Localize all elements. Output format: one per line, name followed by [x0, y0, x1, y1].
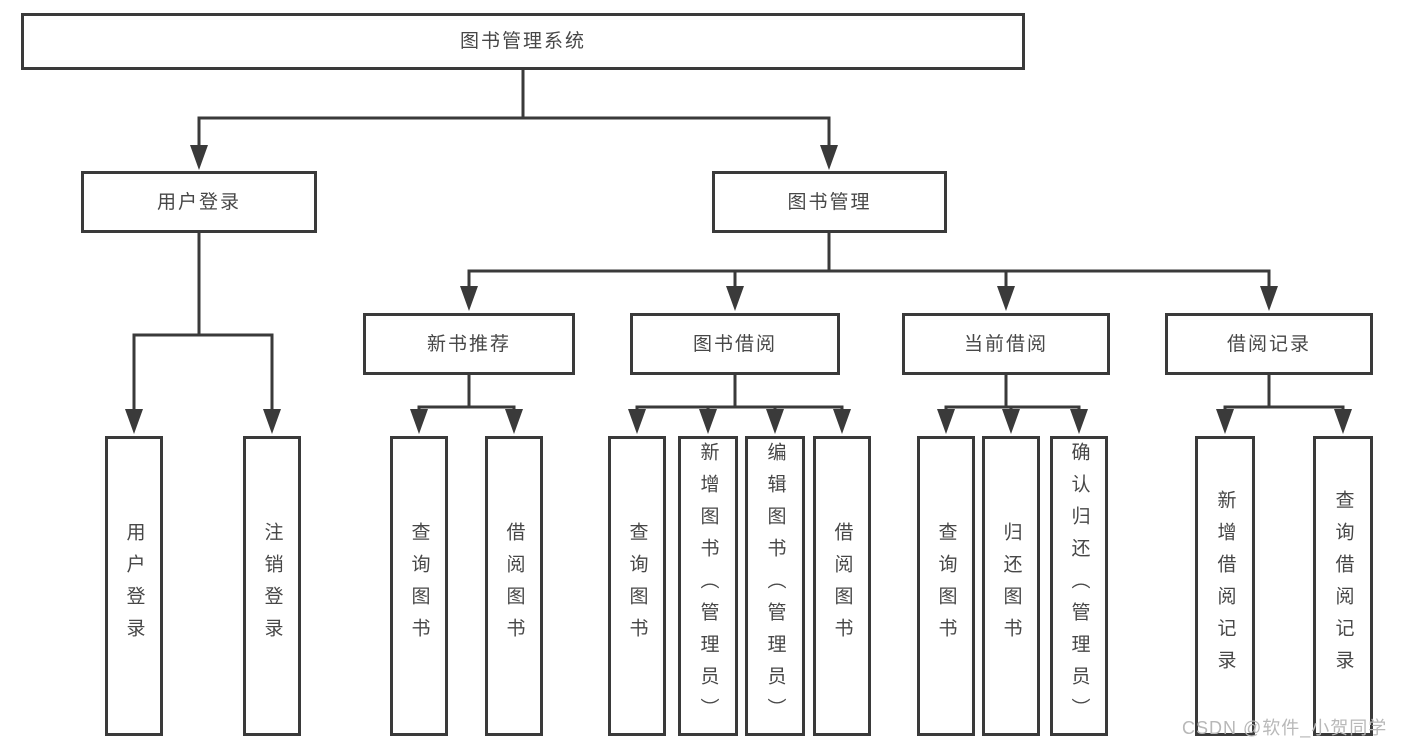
leaf-query-borrow-record: 查询借阅记录 [1313, 436, 1373, 736]
leaf-confirm-return-admin: 确认归还（管理员） [1050, 436, 1108, 736]
node-book-management: 图书管理 [712, 171, 947, 233]
node-borrow-records: 借阅记录 [1165, 313, 1373, 375]
leaf-edit-book-admin: 编辑图书（管理员） [745, 436, 805, 736]
leaf-borrow-books-recommend: 借阅图书 [485, 436, 543, 736]
node-library-system: 图书管理系统 [21, 13, 1025, 70]
node-current-borrow: 当前借阅 [902, 313, 1110, 375]
leaf-add-book-admin: 新增图书（管理员） [678, 436, 738, 736]
leaf-user-login: 用户登录 [105, 436, 163, 736]
node-user-login: 用户登录 [81, 171, 317, 233]
leaf-return-books: 归还图书 [982, 436, 1040, 736]
watermark-csdn: CSDN @软件_小贺同学 [1182, 718, 1388, 738]
leaf-borrow-books: 借阅图书 [813, 436, 871, 736]
node-book-borrow: 图书借阅 [630, 313, 840, 375]
leaf-query-books-recommend: 查询图书 [390, 436, 448, 736]
leaf-logout: 注销登录 [243, 436, 301, 736]
leaf-query-books-borrow: 查询图书 [608, 436, 666, 736]
leaf-query-books-current: 查询图书 [917, 436, 975, 736]
node-new-book-recommend: 新书推荐 [363, 313, 575, 375]
leaf-add-borrow-record: 新增借阅记录 [1195, 436, 1255, 736]
